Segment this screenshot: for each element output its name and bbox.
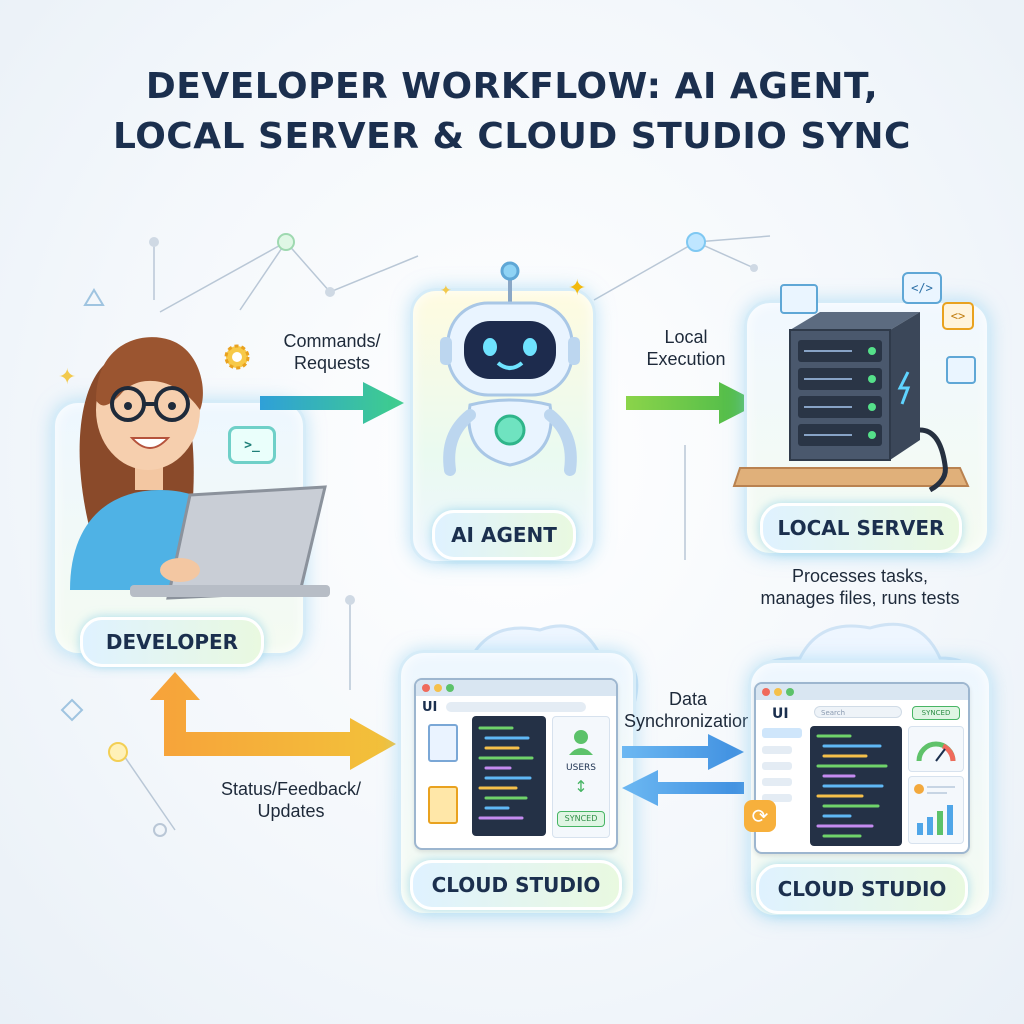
terminal-bubble-icon: >_	[228, 426, 276, 464]
data-sync-label-line1: Data	[668, 689, 708, 709]
commands-label-line2: Requests	[293, 353, 371, 373]
sidebar-item[interactable]	[762, 778, 792, 786]
sync-arrows-icon: ↕	[574, 777, 588, 796]
data-sync-label: Data Synchronization	[618, 688, 758, 732]
folder-file-icon	[428, 786, 458, 824]
ui-label: UI	[772, 706, 789, 722]
address-bar	[446, 702, 586, 712]
status-feedback-label-line2: Updates	[257, 801, 325, 821]
search-input[interactable]: Search	[814, 706, 902, 718]
minimize-dot-icon	[434, 684, 442, 692]
users-panel: USERS ↕ SYNCED	[552, 716, 610, 838]
ui-label: UI	[422, 700, 438, 715]
arrow-commands	[260, 382, 404, 424]
diagram-title-line1: DEVELOPER WORKFLOW: AI AGENT,	[145, 66, 879, 107]
ai-agent-label: AI AGENT	[432, 510, 576, 560]
window-titlebar	[756, 684, 968, 700]
cloud-studio-right-label: CLOUD STUDIO	[756, 864, 968, 914]
profile-bar-chart-icon	[914, 784, 955, 835]
profile-chart-widget	[908, 776, 964, 844]
developer-illustration	[70, 337, 330, 600]
local-server-label: LOCAL SERVER	[760, 503, 962, 553]
svg-text:✦: ✦	[440, 283, 452, 299]
gauge-icon	[916, 741, 956, 762]
sidebar-item[interactable]	[762, 746, 792, 754]
close-dot-icon	[422, 684, 430, 692]
cloud-studio-left-window: UI USERS ↕ SYNCED	[414, 678, 618, 850]
code-editor-panel	[472, 716, 546, 836]
data-sync-label-line2: Synchronization	[623, 711, 753, 731]
diagram-title-line2: LOCAL SERVER & CLOUD STUDIO SYNC	[113, 116, 911, 157]
arrow-data-sync-right	[622, 734, 744, 770]
server-note-line2: manages files, runs tests	[760, 588, 960, 608]
maximize-dot-icon	[786, 688, 794, 696]
browser-window-icon	[780, 284, 818, 314]
synced-badge: SYNCED	[557, 811, 605, 827]
synced-badge: SYNCED	[912, 706, 960, 720]
developer-label: DEVELOPER	[80, 617, 264, 667]
server-note-line1: Processes tasks,	[791, 566, 929, 586]
users-label: USERS	[566, 763, 596, 773]
code-lines	[816, 734, 888, 838]
arrow-data-sync-left	[622, 770, 744, 806]
commands-label-line1: Commands/	[283, 331, 381, 351]
code-lines	[478, 726, 534, 820]
robot-illustration: ✦ ✦	[440, 261, 586, 476]
svg-text:✦: ✦	[58, 365, 76, 390]
sidebar-item[interactable]	[762, 728, 802, 738]
sidebar-item[interactable]	[762, 762, 792, 770]
arrow-status-feedback	[150, 672, 396, 770]
gauge-widget	[908, 726, 964, 772]
search-placeholder: Search	[821, 709, 846, 717]
document-icon	[428, 724, 458, 762]
list-panel-icon	[946, 356, 976, 384]
server-illustration	[732, 312, 970, 493]
code-tag-icon: </>	[902, 272, 942, 304]
local-execution-label: Local Execution	[626, 326, 746, 370]
sidebar-item[interactable]	[762, 794, 792, 802]
sidebar-nav	[762, 728, 802, 840]
local-execution-label-line1: Local	[664, 327, 708, 347]
user-icon	[569, 730, 593, 755]
code-bracket-icon: <>	[942, 302, 974, 330]
svg-text:✦: ✦	[568, 276, 586, 301]
arrow-local-execution	[626, 382, 760, 424]
local-execution-label-line2: Execution	[646, 349, 726, 369]
close-dot-icon	[762, 688, 770, 696]
gear-icon	[224, 344, 250, 370]
code-tag-text: </>	[911, 281, 933, 295]
terminal-prompt-text: >_	[244, 437, 260, 453]
window-titlebar	[416, 680, 616, 696]
sync-refresh-icon: ⟳	[744, 800, 776, 832]
maximize-dot-icon	[446, 684, 454, 692]
cloud-studio-left-label: CLOUD STUDIO	[410, 860, 622, 910]
code-bracket-text: <>	[950, 309, 966, 323]
code-editor-panel	[810, 726, 902, 846]
status-feedback-label: Status/Feedback/ Updates	[196, 778, 386, 822]
cloud-studio-right-window: UI Search SYNCED	[754, 682, 970, 854]
commands-label: Commands/ Requests	[262, 330, 402, 374]
server-note: Processes tasks, manages files, runs tes…	[740, 565, 980, 609]
minimize-dot-icon	[774, 688, 782, 696]
status-feedback-label-line1: Status/Feedback/	[220, 779, 362, 799]
